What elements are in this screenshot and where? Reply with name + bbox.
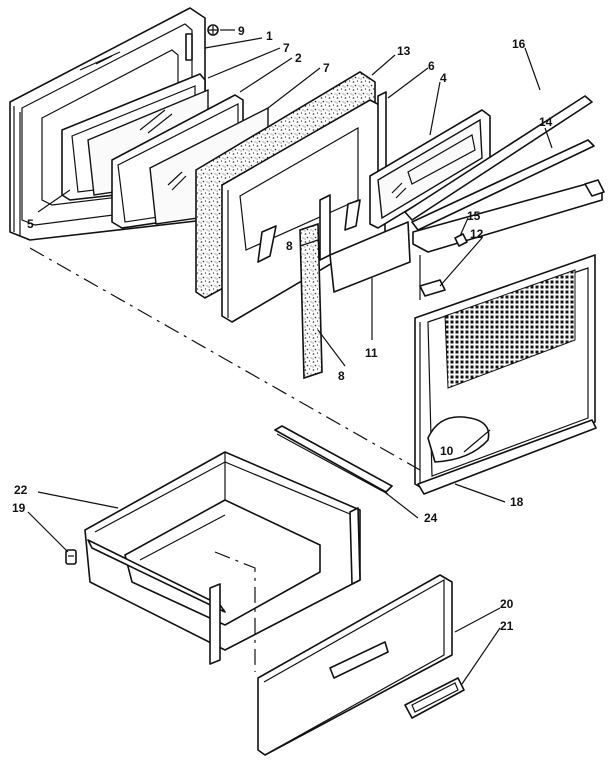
callout-8-a: 8 [286,239,293,253]
part-20-drawer-front-panel [257,574,453,756]
part-10-label [427,416,490,463]
callout-7-a: 7 [283,41,290,55]
part-22-drawer-body [84,451,361,651]
part-6-door-trim [377,91,387,175]
callout-2: 2 [295,51,302,65]
callout-4: 4 [440,71,447,85]
callout-24: 24 [424,511,438,525]
callout-9: 9 [238,24,245,38]
callout-22: 22 [14,483,28,497]
callout-10: 10 [440,444,454,458]
callout-15: 15 [467,209,481,223]
callout-11: 11 [365,346,378,360]
part-19-drawer-glide [65,549,77,565]
part-16-door-handle-trim [404,95,593,221]
callout-5: 5 [27,217,34,231]
part-8-door-stop-a [257,225,277,263]
callout-labels: 9 1 7 2 7 13 6 4 16 14 5 15 12 8 11 8 10… [12,24,553,633]
drawer-slide-rail [87,539,226,665]
callout-14: 14 [539,115,553,129]
part-14-handle [411,139,595,231]
part-11-insulation-pad [329,221,411,293]
callout-1: 1 [266,29,273,43]
callout-7-b: 7 [323,61,330,75]
part-3-insulation-strip [299,222,323,380]
alignment-line-drawer [214,551,256,672]
leader-lines [27,29,553,685]
part-24-drawer-rail [274,425,393,495]
part-8-door-stop-b [319,194,361,261]
callout-6: 6 [428,59,435,73]
callout-19: 19 [12,501,26,515]
callout-12: 12 [470,227,484,241]
callout-21: 21 [500,619,514,633]
part-21-drawer-handle [404,677,465,719]
alignment-line-door [29,247,421,471]
part-18-door-bottom-trim [417,419,597,495]
part-9-screw [207,24,219,36]
callout-20: 20 [500,597,514,611]
callout-16: 16 [512,37,526,51]
callout-18: 18 [510,495,524,509]
callout-13: 13 [397,44,411,58]
callout-8-b: 8 [338,369,345,383]
